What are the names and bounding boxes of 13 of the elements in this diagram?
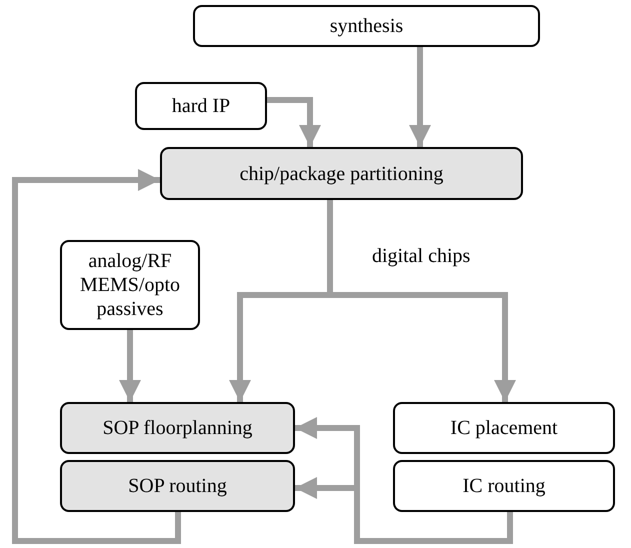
input-box: analog/RF MEMS/opto passives bbox=[60, 240, 200, 330]
annotation-text: digital chips bbox=[372, 245, 470, 268]
arrow bbox=[409, 47, 431, 147]
input-box: hard IP bbox=[135, 82, 267, 130]
input-box: synthesis bbox=[193, 5, 540, 47]
arrow bbox=[267, 97, 321, 147]
process-box: chip/package partitioning bbox=[160, 147, 523, 200]
arrow bbox=[119, 330, 141, 402]
input-box: IC placement bbox=[393, 402, 615, 454]
arrow bbox=[12, 169, 181, 544]
input-box: IC routing bbox=[393, 460, 615, 512]
process-box: SOP floorplanning bbox=[60, 402, 295, 454]
process-box: SOP routing bbox=[60, 460, 295, 512]
